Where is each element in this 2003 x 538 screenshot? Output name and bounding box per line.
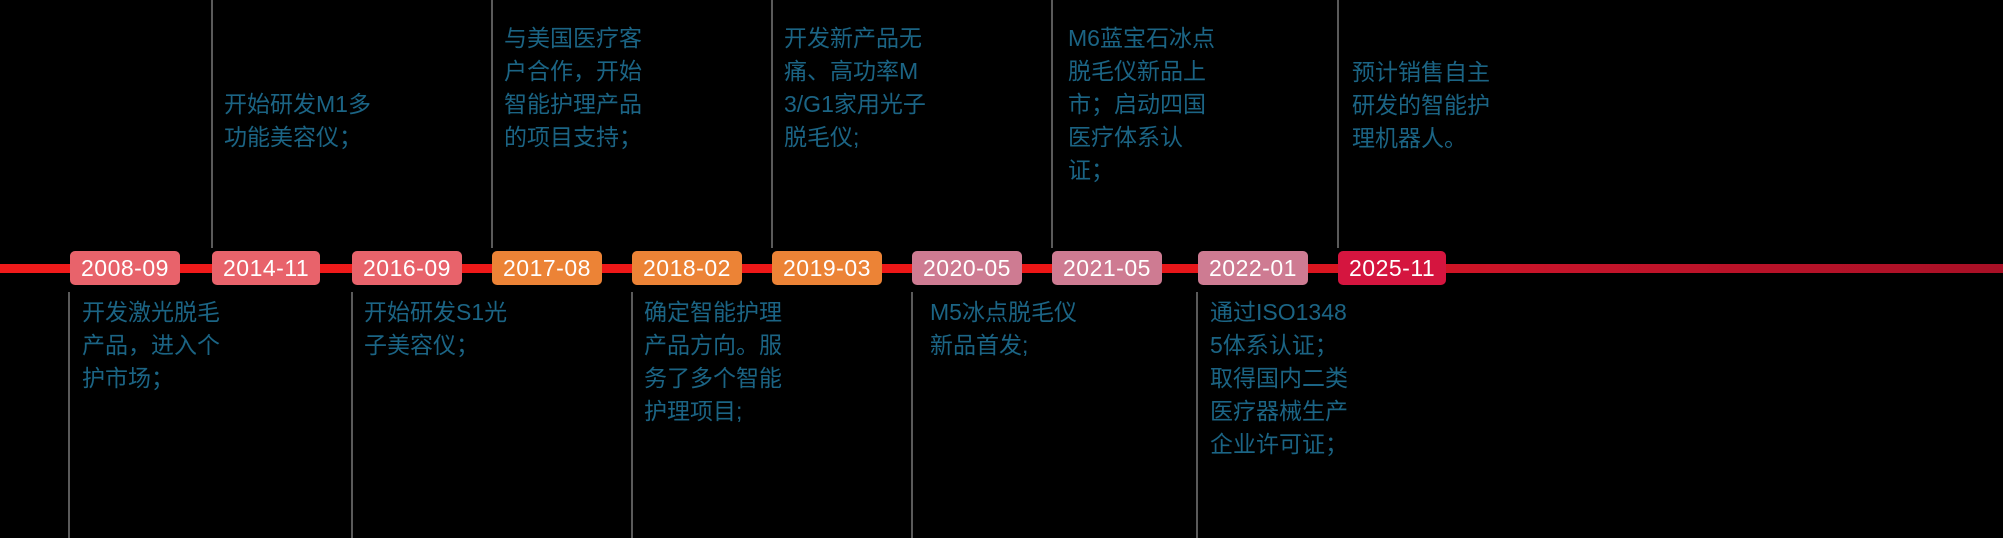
connector-tick xyxy=(1196,292,1198,538)
connector-tick xyxy=(68,292,70,538)
event-description: 开始研发S1光子美容仪； xyxy=(364,299,508,358)
date-badge[interactable]: 2022-01 xyxy=(1198,251,1308,285)
connector-tick xyxy=(211,0,213,248)
event-description: 与美国医疗客户合作，开始智能护理产品的项目支持； xyxy=(504,25,642,150)
date-badge[interactable]: 2025-11 xyxy=(1338,251,1447,285)
date-badge[interactable]: 2019-03 xyxy=(772,251,882,285)
event-description: 开发激光脱毛产品，进入个护市场； xyxy=(82,299,220,391)
connector-tick xyxy=(1051,0,1053,248)
event-description: 开始研发M1多功能美容仪； xyxy=(224,91,371,150)
event-description: 预计销售自主研发的智能护理机器人。 xyxy=(1352,59,1490,151)
connector-tick xyxy=(911,292,913,538)
connector-tick xyxy=(771,0,773,248)
event-description: M5冰点脱毛仪新品首发; xyxy=(930,299,1077,358)
connector-tick xyxy=(351,292,353,538)
date-badge[interactable]: 2014-11 xyxy=(212,251,321,285)
event-description: 开发新产品无痛、高功率M3/G1家用光子脱毛仪; xyxy=(784,25,926,150)
date-badge[interactable]: 2018-02 xyxy=(632,251,742,285)
date-badge[interactable]: 2021-05 xyxy=(1052,251,1162,285)
event-description: 确定智能护理产品方向。服务了多个智能护理项目; xyxy=(644,299,782,424)
date-badge[interactable]: 2016-09 xyxy=(352,251,462,285)
event-description: M6蓝宝石冰点脱毛仪新品上市；启动四国医疗体系认证； xyxy=(1068,25,1215,183)
date-badge[interactable]: 2020-05 xyxy=(912,251,1022,285)
date-badge[interactable]: 2017-08 xyxy=(492,251,602,285)
connector-tick xyxy=(631,292,633,538)
date-badge[interactable]: 2008-09 xyxy=(70,251,180,285)
connector-tick xyxy=(1337,0,1339,248)
connector-tick xyxy=(491,0,493,248)
event-description: 通过ISO13485体系认证；取得国内二类医疗器械生产企业许可证； xyxy=(1210,299,1348,457)
